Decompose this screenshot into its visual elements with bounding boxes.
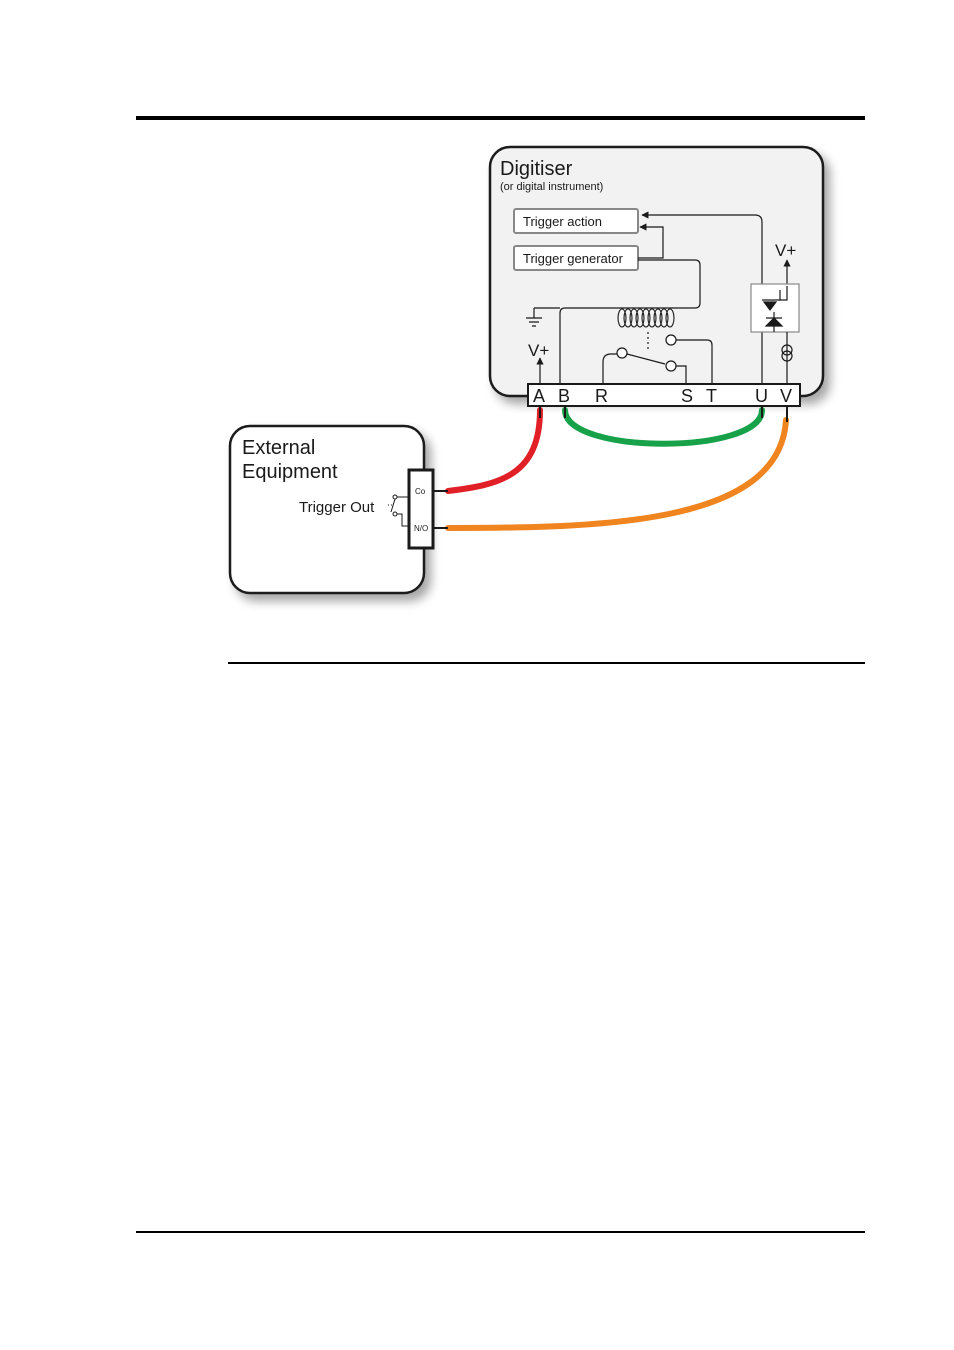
terminal-strip xyxy=(527,383,801,407)
top-rule xyxy=(136,116,865,120)
trigger-action-label: Trigger action xyxy=(523,214,602,229)
terminal-r: R xyxy=(595,386,608,406)
wire-red-co-to-a xyxy=(445,407,543,494)
caption-rule xyxy=(228,662,865,664)
terminal-a: A xyxy=(533,386,545,406)
terminal-b: B xyxy=(558,386,570,406)
vplus-right-label: V+ xyxy=(775,241,796,260)
digitiser-subtitle: (or digital instrument) xyxy=(500,181,603,193)
wire-stubs xyxy=(433,406,788,529)
vplus-left-label: V+ xyxy=(528,341,549,360)
pin-co-label: Co xyxy=(415,487,426,496)
trigger-out-switch xyxy=(388,494,408,527)
bottom-rule xyxy=(136,1231,865,1233)
terminal-s: S xyxy=(681,386,693,406)
wire-green-b-to-u xyxy=(562,407,765,447)
terminal-u: U xyxy=(755,386,768,406)
trigger-generator-label: Trigger generator xyxy=(523,251,624,266)
wires xyxy=(445,407,789,531)
internal-wiring xyxy=(526,211,800,386)
digitiser-title: Digitiser xyxy=(500,158,573,180)
wire-orange-no-to-v xyxy=(445,417,789,531)
trigger-action-box xyxy=(513,208,639,234)
digitiser-box: Digitiser (or digital instrument) Trigge… xyxy=(488,145,825,407)
trigger-out-label: Trigger Out xyxy=(299,499,375,516)
pin-no-label: N/O xyxy=(414,524,428,533)
external-title-line2: Equipment xyxy=(242,461,338,483)
trigger-out-connector xyxy=(407,468,435,550)
terminal-v: V xyxy=(780,386,792,406)
external-title-line1: External xyxy=(242,437,315,459)
external-equipment-box: External Equipment Trigger Out Co N/O xyxy=(228,424,435,595)
terminal-t: T xyxy=(706,386,717,406)
relay-coil xyxy=(617,308,675,328)
